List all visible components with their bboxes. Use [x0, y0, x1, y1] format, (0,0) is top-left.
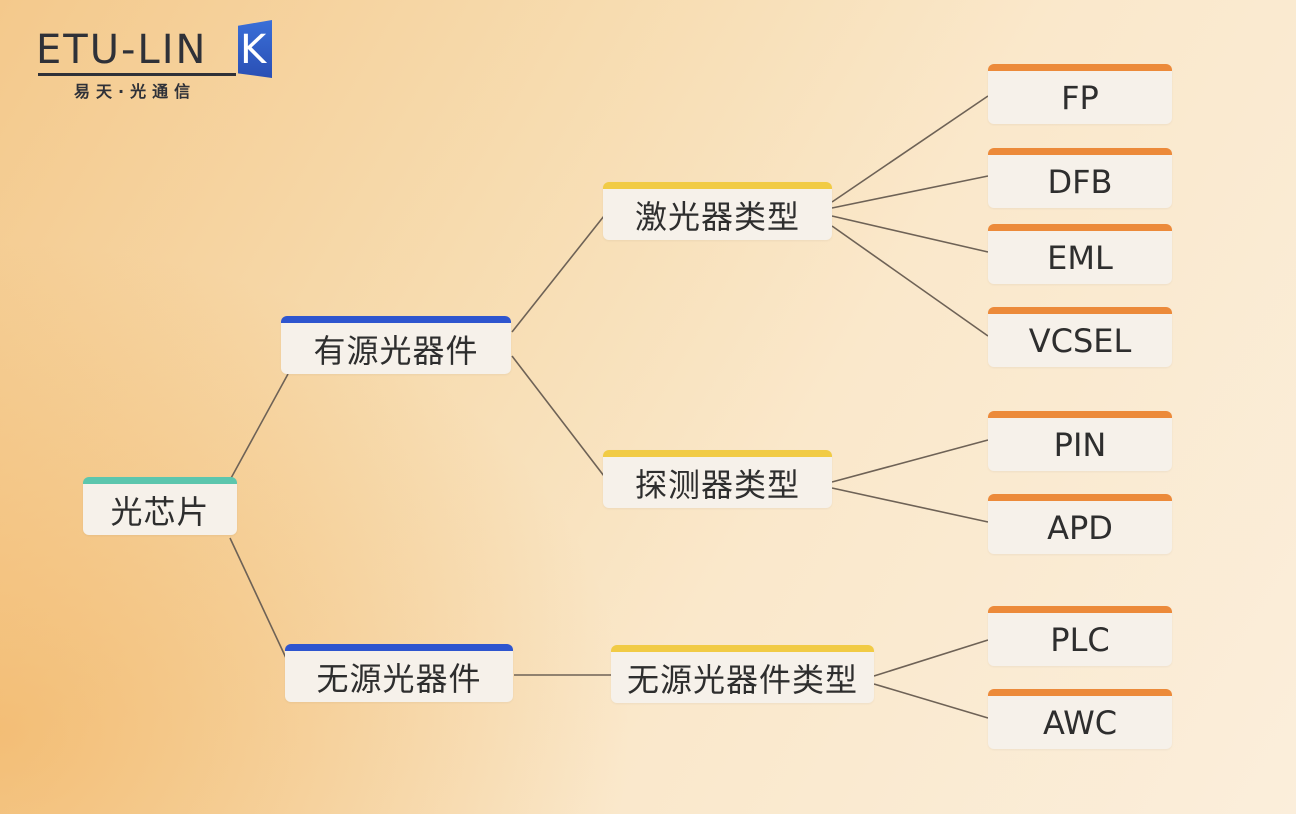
- link-laser-eml: [831, 215, 989, 253]
- node-detector-type: 探测器类型: [603, 450, 832, 508]
- node-passive-label: 无源光器件: [316, 659, 482, 698]
- node-passive-devices: 无源光器件: [285, 644, 513, 702]
- link-laser-vcsel: [831, 225, 989, 337]
- node-laser-dfb: DFB: [988, 148, 1172, 208]
- node-passive-type-label: 无源光器件类型: [626, 660, 858, 699]
- node-detector-pin-label: PIN: [1053, 425, 1107, 464]
- node-passive-awc-label: AWC: [1042, 703, 1118, 742]
- etu-link-logo: ETU-LIN K 易天·光通信: [36, 18, 276, 104]
- link-laser-dfb: [831, 175, 989, 209]
- node-laser-eml-label: EML: [1047, 238, 1113, 277]
- link-detector-apd: [831, 487, 989, 523]
- node-detector-type-label: 探测器类型: [634, 465, 800, 504]
- link-root-passive: [229, 537, 287, 659]
- node-laser-vcsel-label: VCSEL: [1028, 321, 1132, 360]
- node-detector-apd-label: APD: [1047, 508, 1113, 547]
- node-root: 光芯片: [83, 477, 237, 535]
- node-passive-plc-label: PLC: [1050, 620, 1110, 659]
- link-laser-fp: [831, 95, 989, 203]
- node-root-label: 光芯片: [110, 492, 210, 531]
- node-passive-plc: PLC: [988, 606, 1172, 666]
- link-passivetype-plc: [873, 639, 989, 677]
- node-laser-fp: FP: [988, 64, 1172, 124]
- node-laser-fp-label: FP: [1061, 78, 1099, 117]
- node-passive-type: 无源光器件类型: [611, 645, 874, 703]
- link-active-laser: [511, 215, 605, 333]
- logo-k-badge: [238, 20, 272, 78]
- logo-brand-text: ETU-LIN: [36, 27, 208, 73]
- node-passive-awc: AWC: [988, 689, 1172, 749]
- link-passivetype-awc: [873, 683, 989, 719]
- link-root-active: [229, 373, 289, 481]
- logo-k-letter: K: [240, 27, 267, 73]
- node-laser-type: 激光器类型: [603, 182, 832, 240]
- node-active-label: 有源光器件: [313, 331, 479, 370]
- node-laser-dfb-label: DFB: [1047, 162, 1113, 201]
- node-laser-eml: EML: [988, 224, 1172, 284]
- link-detector-pin: [831, 439, 989, 483]
- node-laser-type-label: 激光器类型: [634, 197, 800, 236]
- logo-subtitle: 易天·光通信: [74, 82, 197, 101]
- node-laser-vcsel: VCSEL: [988, 307, 1172, 367]
- node-detector-apd: APD: [988, 494, 1172, 554]
- link-active-detector: [511, 355, 605, 477]
- node-detector-pin: PIN: [988, 411, 1172, 471]
- logo-underline: [38, 73, 236, 76]
- node-active-devices: 有源光器件: [281, 316, 511, 374]
